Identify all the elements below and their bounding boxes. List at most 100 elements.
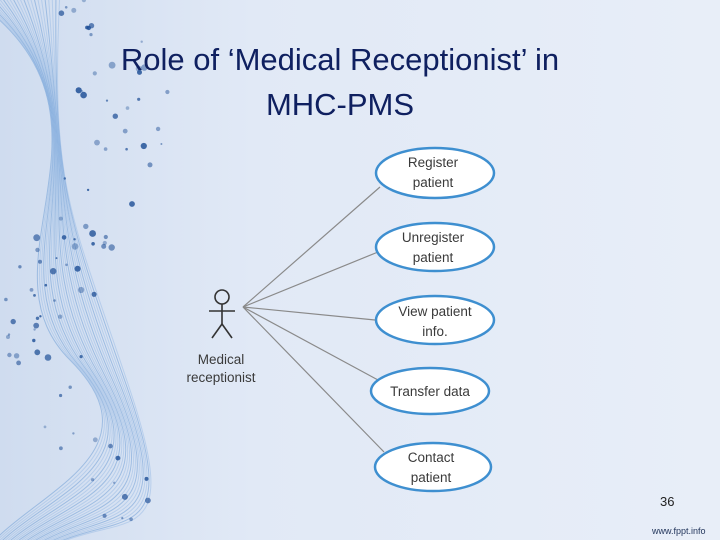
swirl-dot (122, 128, 128, 134)
swirl-dot (71, 243, 79, 250)
swirl-dot (44, 354, 52, 361)
decorative-swirl-background (0, 0, 170, 540)
association-line-unregister (242, 251, 379, 308)
swirl-dot (112, 113, 119, 119)
swirl-dot (65, 263, 68, 267)
swirl-dot (64, 6, 68, 9)
swirl-dot (103, 147, 108, 151)
use-case-contact-patient: Contact patient (373, 441, 493, 493)
swirl-dot (58, 314, 63, 319)
swirl-dot (125, 147, 128, 151)
swirl-dot (44, 283, 48, 287)
swirl-dot (140, 142, 147, 150)
swirl-dot (50, 268, 57, 275)
use-case-register-patient: Register patient (374, 146, 496, 200)
swirl-dot (103, 234, 108, 240)
swirl-dot (129, 517, 133, 522)
swirl-dot (92, 437, 98, 443)
swirl-dot (102, 513, 107, 518)
swirl-dot (80, 91, 87, 99)
swirl-dot (33, 328, 36, 331)
swirl-dot (7, 333, 11, 336)
swirl-dot (89, 33, 93, 37)
swirl-dot (34, 349, 41, 356)
swirl-dot (39, 315, 42, 318)
swirl-dot (35, 247, 40, 253)
swirl-dot (81, 0, 86, 3)
swirl-dot (145, 497, 151, 504)
swirl-dot (32, 338, 36, 343)
swirl-dot (115, 455, 121, 461)
swirl-dot (78, 286, 85, 294)
use-case-label: patient (413, 250, 454, 265)
swirl-dot (91, 478, 95, 482)
swirl-dot (83, 223, 89, 230)
swirl-dot (33, 234, 41, 242)
swirl-dot (18, 265, 22, 269)
swirl-dot (6, 335, 10, 339)
use-case-label: Contact (408, 450, 455, 465)
swirl-dot (10, 318, 16, 325)
swirl-dot (29, 288, 34, 292)
swirl-dot (102, 240, 107, 246)
swirl-dot (108, 244, 115, 251)
swirl-dot (61, 235, 67, 240)
slide-title-line-2: MHC-PMS (265, 87, 415, 122)
use-case-label: Register (408, 155, 459, 170)
actor-label-line-2: receptionist (186, 370, 255, 385)
use-case-label: info. (422, 324, 448, 339)
swirl-dot (129, 201, 135, 207)
use-case-unregister-patient: Unregister patient (374, 221, 496, 273)
swirl-dot (71, 7, 77, 13)
swirl-dot (101, 243, 107, 249)
swirl-dot (147, 162, 153, 168)
swirl-dot (137, 69, 142, 75)
swirl-dot (63, 177, 66, 180)
use-case-label: Unregister (402, 230, 465, 245)
association-line-view-info (242, 306, 376, 321)
swirl-dot (59, 393, 63, 398)
swirl-dot (75, 87, 82, 94)
association-line-transfer (242, 306, 379, 381)
swirl-dot (121, 493, 128, 500)
swirl-dot (140, 40, 143, 43)
swirl-dot (58, 10, 65, 16)
swirl-dot (160, 143, 163, 145)
use-case-label: View patient (398, 304, 472, 319)
swirl-dot (79, 355, 83, 359)
actor-stick-figure-icon (209, 289, 235, 339)
swirl-dot (33, 294, 36, 297)
use-case-transfer-data: Transfer data (369, 366, 491, 416)
swirl-dot (68, 385, 72, 389)
swirl-dot (94, 139, 100, 146)
swirl-dot (91, 291, 97, 297)
swirl-dot (125, 106, 130, 110)
swirl-dot (92, 71, 97, 76)
use-case-label: Transfer data (390, 384, 470, 399)
watermark: www.fppt.info (652, 526, 706, 536)
swirl-dot (108, 61, 116, 69)
swirl-dot (59, 446, 63, 451)
swirl-dot (155, 126, 161, 132)
swirl-dot (85, 25, 89, 30)
swirl-dot (141, 64, 148, 71)
swirl-dot (73, 238, 76, 241)
swirl-dot (89, 230, 96, 237)
use-case-view-patient-info: View patient info. (374, 294, 496, 346)
swirl-dot (13, 353, 20, 359)
swirl-dot (86, 188, 90, 192)
swirl-dot (108, 443, 113, 449)
swirl-dot (16, 360, 21, 366)
page-number: 36 (660, 494, 675, 509)
swirl-dot (137, 97, 141, 101)
swirl-dot (4, 297, 8, 302)
swirl-dot (43, 425, 47, 429)
swirl-dot (144, 476, 149, 481)
swirl-dot (53, 299, 56, 302)
swirl-dot (58, 216, 63, 221)
swirl-dot (7, 352, 12, 358)
association-line-contact (242, 306, 385, 453)
swirl-dot (33, 322, 40, 329)
